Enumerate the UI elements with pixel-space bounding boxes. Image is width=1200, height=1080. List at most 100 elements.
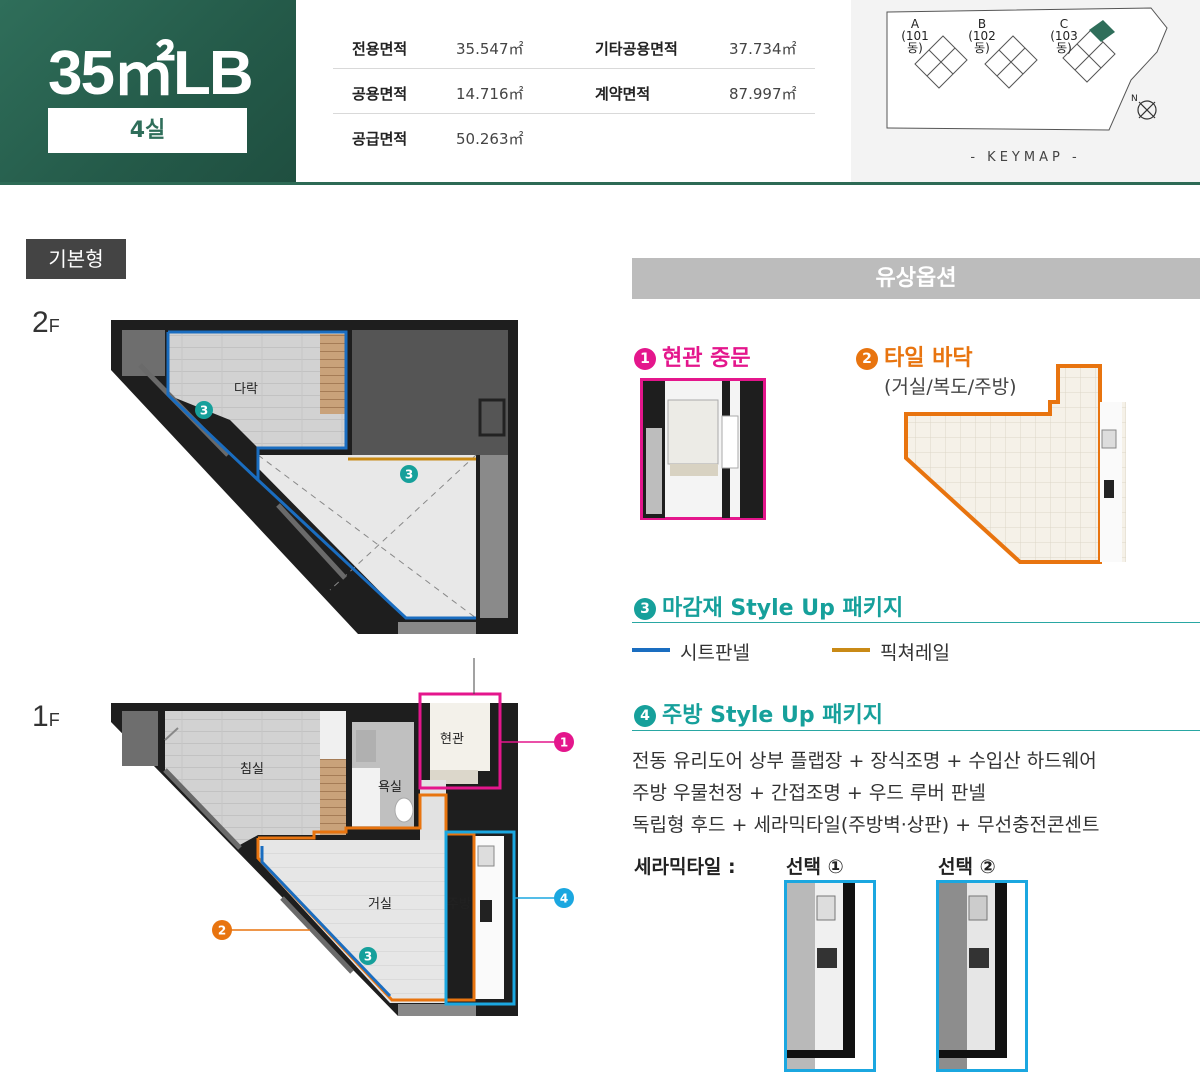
option-4-marker: 4	[554, 888, 574, 908]
option-4-title: 4 주방 Style Up 패키지	[634, 697, 883, 729]
floor-1-label: 1F	[32, 700, 60, 734]
room-label-entry: 현관	[440, 732, 464, 747]
keymap-building-letter: B	[977, 17, 987, 31]
option-1-marker: 1	[554, 732, 574, 752]
option-4-number-icon: 4	[634, 705, 656, 727]
floor-suffix: F	[48, 316, 60, 336]
area-value: 50.263㎡	[456, 130, 524, 148]
north-label: N	[1131, 94, 1138, 104]
option-3-marker: 3	[195, 401, 213, 419]
sheet-panel-legend-label: 시트판넬	[680, 642, 750, 664]
option-2-title-text: 타일 바닥	[884, 346, 973, 371]
area-row: 전용면적 35.547㎡ 기타공용면적 37.734㎡	[333, 24, 815, 69]
tile-choice-2-image	[936, 880, 1028, 1072]
area-table: 전용면적 35.547㎡ 기타공용면적 37.734㎡ 공용면적 14.716㎡…	[333, 24, 815, 159]
living-floor	[258, 840, 446, 1003]
keymap-site-plan	[886, 7, 1168, 131]
room-label-living: 거실	[368, 897, 392, 912]
floor-2-plan: 3 3	[111, 320, 574, 1016]
plan-type-badge: 기본형	[26, 239, 126, 279]
keymap-building-b-label: B (102동)	[963, 18, 1001, 54]
room-label-attic: 다락	[234, 382, 258, 397]
tile-floor-outline	[256, 793, 476, 1002]
marker-number: 1	[560, 736, 568, 750]
marker-number: 4	[560, 892, 568, 906]
north-arrow-icon	[1137, 100, 1157, 120]
option-2-marker: 2	[212, 920, 232, 940]
area-row: 공급면적 50.263㎡	[333, 114, 815, 159]
room-label-bath: 욕실	[378, 780, 402, 795]
area-label: 기타공용면적	[595, 40, 678, 58]
picture-rail-legend-swatch	[832, 648, 870, 652]
marker-number: 2	[218, 924, 226, 938]
option-4-description-line: 전동 유리도어 상부 플랩장 + 장식조명 + 수입산 하드웨어	[632, 750, 1097, 772]
ceramic-tile-label: 세라믹타일 :	[634, 856, 736, 878]
header: 35㎡LB 4실 전용면적 35.547㎡ 기타공용면적 37.734㎡ 공용면…	[0, 0, 1200, 185]
sheet-panel-outline-2f	[168, 330, 476, 620]
floor-2-walls	[111, 320, 518, 634]
option-3-marker: 3	[400, 465, 418, 483]
floor-number: 1	[32, 700, 49, 733]
option-3-divider	[632, 622, 1200, 623]
area-value: 14.716㎡	[456, 85, 524, 103]
tile-choice-2-label: 선택 ②	[938, 856, 996, 878]
floor-2-label: 2F	[32, 306, 60, 340]
floor-number: 2	[32, 306, 49, 339]
marker-number: 3	[364, 950, 372, 964]
keymap-building-name: (103동)	[1050, 29, 1078, 55]
keymap-building-a-label: A (101동)	[896, 18, 934, 54]
keymap-building-name: (102동)	[968, 29, 996, 55]
option-3-title-text: 마감재 Style Up 패키지	[662, 596, 904, 621]
option-4-description-line: 주방 우물천정 + 간접조명 + 우드 루버 판넬	[632, 782, 986, 804]
sheet-panel-legend-swatch	[632, 648, 670, 652]
keymap-building-name: (101동)	[901, 29, 929, 55]
unit-type-title: 35㎡LB	[48, 39, 254, 108]
option-1-number-icon: 1	[634, 348, 656, 370]
option-1-title: 1 현관 중문	[634, 340, 751, 372]
unit-title-block: 35㎡LB 4실	[0, 0, 296, 182]
area-value: 87.997㎡	[729, 85, 797, 103]
marker-number: 3	[405, 468, 413, 482]
room-label-kitchen: 주방	[447, 897, 471, 912]
area-value: 35.547㎡	[456, 40, 524, 58]
keymap-building-c	[1062, 29, 1116, 83]
tile-choice-1-label: 선택 ①	[786, 856, 844, 878]
area-label: 공급면적	[352, 130, 408, 148]
attic-floor	[168, 332, 346, 448]
option-2-subtitle: (거실/복도/주방)	[884, 376, 1017, 398]
floor-suffix: F	[48, 710, 60, 730]
option-3-number-icon: 3	[634, 598, 656, 620]
keymap-building-c-label: C (103동)	[1045, 18, 1083, 54]
staircase	[320, 334, 346, 414]
staircase-1f	[320, 759, 346, 835]
bedroom-floor	[165, 711, 320, 846]
option-4-divider	[632, 730, 1200, 731]
area-label: 공용면적	[352, 85, 408, 103]
area-row: 공용면적 14.716㎡ 계약면적 87.997㎡	[333, 69, 815, 114]
option-1-highlight	[418, 692, 502, 790]
keymap: A (101동) B (102동) C (103동) N - KEYMAP -	[851, 0, 1200, 182]
keymap-label: - KEYMAP -	[970, 150, 1081, 165]
tile-choice-1-image	[784, 880, 876, 1072]
keymap-current-unit-marker	[1089, 20, 1115, 42]
keymap-building-b	[984, 35, 1038, 89]
paid-options-header: 유상옵션	[632, 258, 1200, 299]
option-4-description-line: 독립형 후드 + 세라믹타일(주방벽·상판) + 무선충전콘센트	[632, 814, 1100, 836]
option-1-title-text: 현관 중문	[662, 346, 751, 371]
keymap-building-a	[914, 35, 968, 89]
floor-1-walls	[111, 703, 518, 1016]
marker-number: 3	[200, 404, 208, 418]
option-3-title: 3 마감재 Style Up 패키지	[634, 590, 903, 622]
picture-rail-legend-label: 픽쳐레일	[880, 642, 950, 664]
keymap-building-letter: C	[1059, 17, 1069, 31]
room-count-badge: 4실	[48, 108, 247, 153]
option-2-image	[904, 364, 1126, 564]
option-1-image	[640, 378, 766, 520]
option-4-title-text: 주방 Style Up 패키지	[662, 703, 883, 728]
area-label: 전용면적	[352, 40, 408, 58]
keymap-building-letter: A	[910, 17, 920, 31]
area-label: 계약면적	[595, 85, 651, 103]
sheet-panel-outline-1f	[260, 846, 392, 998]
option-4-highlight	[444, 830, 516, 1006]
